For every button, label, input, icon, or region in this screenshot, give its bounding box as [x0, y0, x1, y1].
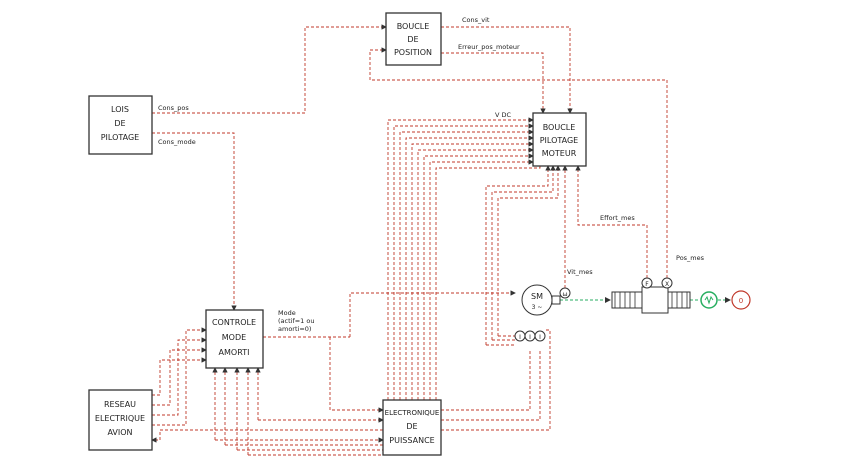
- block-label: DE: [114, 119, 125, 128]
- svg-text:0: 0: [739, 297, 743, 305]
- block-label: ELECTRIQUE: [95, 414, 145, 423]
- position-sensor-icon: X: [661, 277, 673, 289]
- label-mode-amorti: amorti=0): [278, 325, 311, 333]
- svg-text:I: I: [539, 334, 541, 341]
- svg-text:SM: SM: [531, 292, 543, 301]
- label-cons-vit: Cons_vit: [462, 16, 490, 24]
- block-label: DE: [407, 35, 418, 44]
- block-electronique-puissance[interactable]: ELECTRONIQUE DE PUISSANCE: [382, 399, 442, 456]
- block-label: AMORTI: [219, 348, 250, 357]
- block-label: PUISSANCE: [389, 436, 434, 445]
- label-vdc: V DC: [495, 111, 512, 119]
- label-pos-mes: Pos_mes: [676, 254, 705, 262]
- svg-text:I: I: [529, 334, 531, 341]
- block-label: MOTEUR: [542, 149, 577, 158]
- screw-actuator[interactable]: [611, 286, 691, 314]
- svg-text:I: I: [519, 334, 521, 341]
- label-effort-mes: Effort_mes: [600, 214, 635, 222]
- label-erreur-pos: Erreur_pos_moteur: [458, 43, 520, 51]
- block-controle-mode-amorti[interactable]: CONTROLE MODE AMORTI: [205, 309, 264, 369]
- block-boucle-position[interactable]: BOUCLE DE POSITION: [385, 12, 442, 66]
- current-sensors: I I I: [514, 330, 546, 342]
- label-mode-actif: (actif=1 ou: [278, 317, 314, 325]
- label-mode: Mode: [278, 309, 296, 317]
- spring-load: 0: [700, 290, 751, 310]
- block-reseau-electrique-avion[interactable]: RESEAU ELECTRIQUE AVION: [88, 389, 153, 451]
- label-vit-mes: Vit_mes: [567, 268, 593, 276]
- force-sensor-icon: F: [641, 277, 653, 289]
- label-cons-pos: Cons_pos: [158, 104, 189, 112]
- signal-labels: Cons_pos Cons_mode Cons_vit Erreur_pos_m…: [158, 16, 705, 333]
- block-label: PILOTAGE: [540, 136, 579, 145]
- block-label: MODE: [222, 333, 246, 342]
- block-lois-pilotage[interactable]: LOIS DE PILOTAGE: [88, 95, 153, 155]
- block-label: CONTROLE: [212, 318, 256, 327]
- block-label: DE: [406, 422, 417, 431]
- block-label: RESEAU: [104, 400, 136, 409]
- signal-wires: [151, 24, 668, 456]
- block-label: ELECTRONIQUE: [385, 409, 440, 417]
- block-label: AVION: [107, 428, 132, 437]
- svg-text:X: X: [665, 281, 669, 288]
- svg-text:3 ~: 3 ~: [532, 304, 543, 311]
- speed-sensor-icon: ω: [559, 287, 571, 299]
- block-label: BOUCLE: [397, 22, 430, 31]
- block-label: POSITION: [394, 48, 432, 57]
- block-label: PILOTAGE: [101, 133, 140, 142]
- svg-text:F: F: [645, 281, 649, 288]
- synchronous-motor[interactable]: SM 3 ~: [521, 284, 561, 316]
- svg-text:ω: ω: [562, 291, 567, 298]
- block-boucle-pilotage-moteur[interactable]: BOUCLE PILOTAGE MOTEUR: [532, 112, 587, 167]
- block-label: BOUCLE: [543, 123, 576, 132]
- block-label: LOIS: [111, 105, 129, 114]
- label-cons-mode: Cons_mode: [158, 138, 196, 146]
